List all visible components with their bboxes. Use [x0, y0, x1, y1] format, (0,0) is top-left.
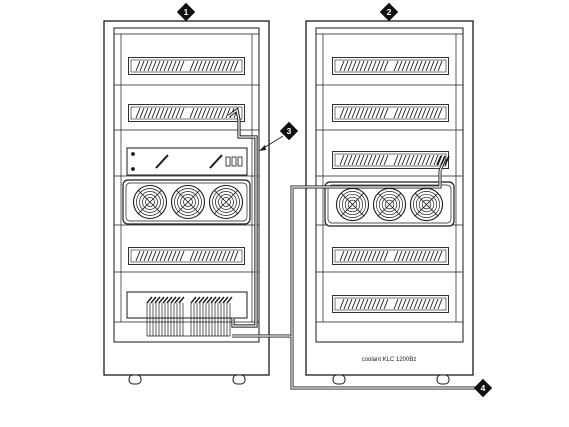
- callout-2: 2: [379, 2, 399, 22]
- right-vent-panel-1: [332, 57, 449, 75]
- left-feet: [128, 374, 246, 385]
- callout-3-label: 3: [287, 126, 292, 136]
- callout-4: 4: [473, 378, 493, 398]
- callout-1-label: 1: [184, 7, 189, 17]
- callout-3: 3: [279, 121, 299, 141]
- left-vent-panel-2: [128, 104, 245, 122]
- callout-1: 1: [176, 2, 196, 22]
- callout-3-arrowhead: [259, 145, 266, 151]
- right-cabinet-label: coolant KLC 1200Bz: [362, 357, 417, 363]
- right-vent-panel-3: [332, 151, 449, 169]
- cable-left-internal: [228, 107, 258, 328]
- callout-4-label: 4: [481, 383, 486, 393]
- right-vent-panel-5: [332, 295, 449, 313]
- right-feet: [332, 374, 450, 385]
- left-cabinet: [103, 20, 270, 376]
- left-fan-3: [208, 184, 244, 220]
- right-fan-3: [409, 187, 444, 222]
- cable-inter-cabinet: [232, 155, 477, 390]
- left-vent-panel-3: [128, 247, 245, 265]
- right-fan-2: [372, 187, 407, 222]
- right-fan-1: [335, 187, 370, 222]
- left-controller-unit: [126, 147, 248, 176]
- left-vent-panel-1: [128, 57, 245, 75]
- callout-3-leader: [261, 135, 284, 150]
- left-sensor-module: [126, 291, 248, 337]
- right-vent-panel-4: [332, 247, 449, 265]
- callout-2-label: 2: [387, 7, 392, 17]
- left-fan-1: [132, 184, 168, 220]
- right-vent-panel-2: [332, 104, 449, 122]
- left-fan-2: [170, 184, 206, 220]
